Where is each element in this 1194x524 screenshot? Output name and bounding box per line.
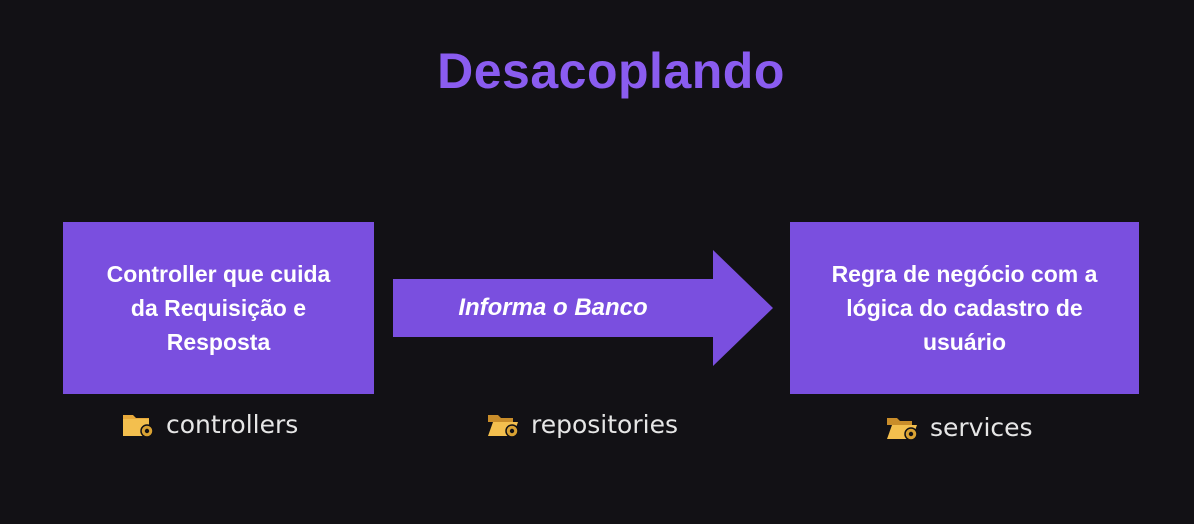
service-box: Regra de negócio com a lógica do cadastr… [790, 222, 1139, 394]
folder-services[interactable]: services [886, 413, 1033, 442]
service-box-line-3: usuário [922, 329, 1007, 355]
folder-gear-icon [123, 414, 154, 438]
folder-open-gear-icon [887, 417, 918, 441]
folder-controllers[interactable]: controllers [122, 410, 298, 439]
arrow-label: Informa o Banco [458, 294, 648, 321]
controller-box-line-2: da Requisição e [130, 295, 307, 321]
controller-box-line-3: Resposta [166, 329, 271, 355]
right-arrow-icon [393, 250, 773, 366]
folder-open-gear-icon [488, 414, 519, 438]
page-title: Desacoplando [437, 43, 785, 99]
folder-label: services [930, 413, 1033, 442]
service-box-line-1: Regra de negócio com a [831, 261, 1098, 287]
folder-label: controllers [166, 410, 299, 439]
controller-box-line-1: Controller que cuida [106, 261, 331, 287]
controller-box: Controller que cuida da Requisição e Res… [63, 222, 374, 394]
service-box-line-2: lógica do cadastro de [846, 295, 1083, 321]
folder-repositories[interactable]: repositories [487, 410, 678, 439]
folder-label: repositories [531, 410, 678, 439]
